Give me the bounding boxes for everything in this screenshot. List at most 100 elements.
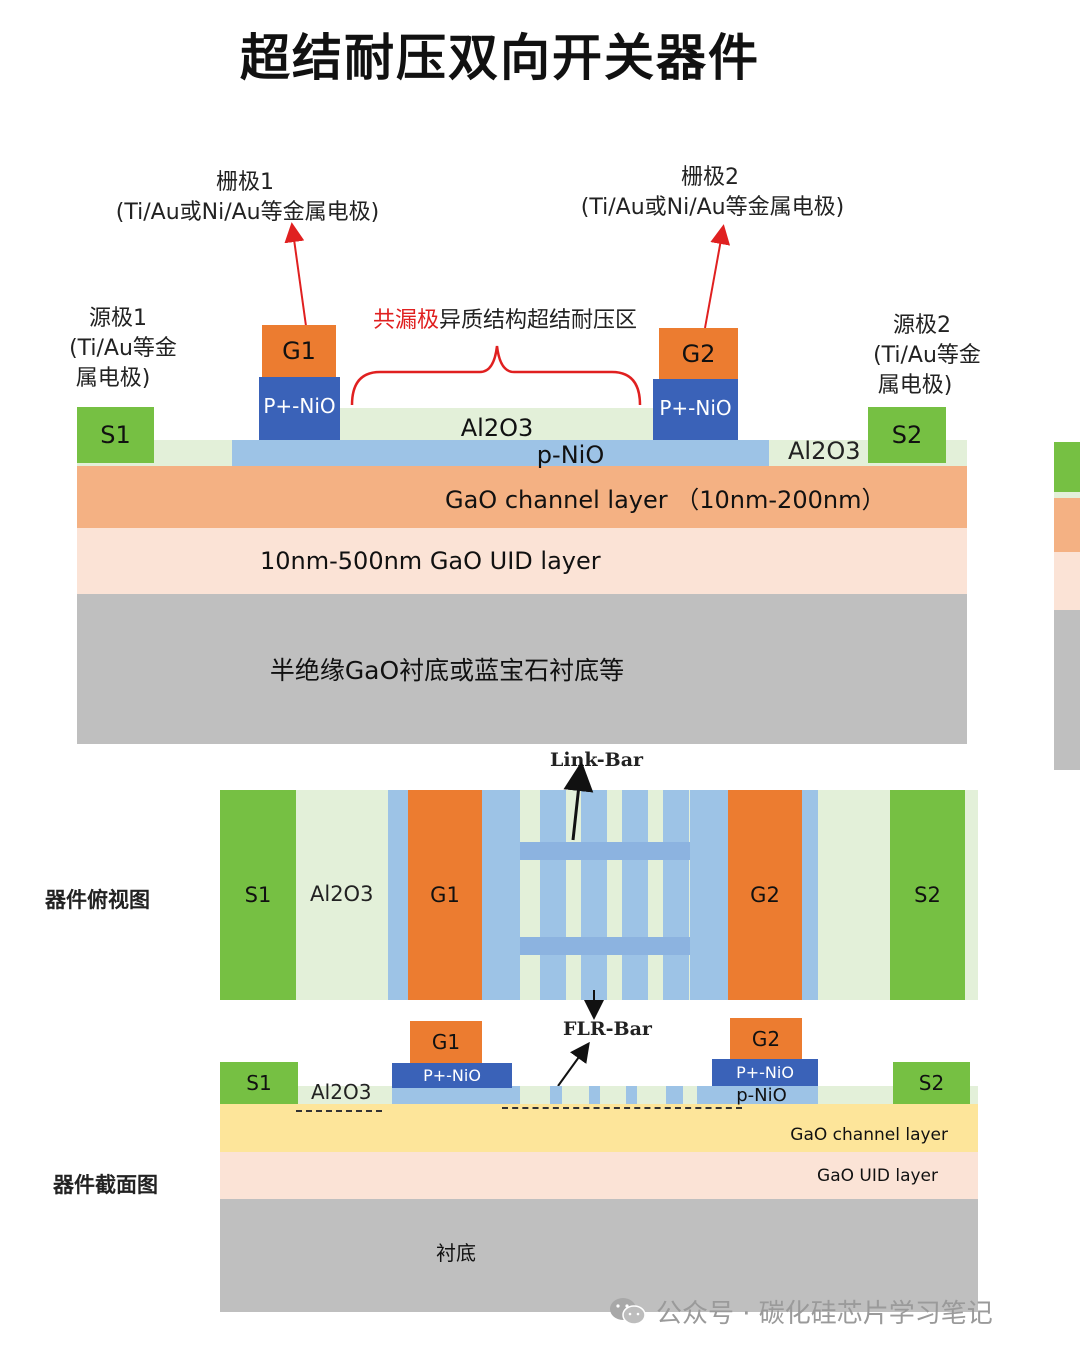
cs2-uid-text: GaO UID layer [817,1165,938,1186]
watermark-text: 公众号 · 碳化硅芯片学习笔记 [656,1299,993,1329]
flr-bar-section-arrow [557,1041,590,1087]
top-view-diagram: S1 Al2O3 G1 G2 S2 [220,790,980,1000]
cs2-g2-text: G2 [751,1026,781,1051]
cs2-g1-text: G1 [431,1030,461,1054]
p-plus-nio-right-text: P+-NiO [659,395,732,420]
top-source1: S1 [220,790,296,1000]
cs2-p-nio-right: p-NiO [697,1084,818,1106]
gate1-arrow [284,222,307,327]
top-p-nio-left [388,790,408,1000]
cs2-p-nio-text: p-NiO [736,1084,787,1106]
link-bar-row [520,842,712,860]
cs2-flr-bar [589,1086,600,1104]
cs2-gate2: G2 [730,1018,802,1059]
top-p-nio-mid-right [690,790,728,1000]
annotation-arrows [284,222,731,406]
cs2-dashed-line-left [296,1110,382,1112]
gate2-material: (Ti/Au或Ni/Au等金属电极) [580,195,845,220]
source1-label: 源极1 [89,306,147,331]
p-plus-nio-left: P+-NiO [259,377,340,440]
cs2-source2: S2 [893,1062,970,1104]
top-gate1: G1 [408,790,482,1000]
gate1-material: (Ti/Au或Ni/Au等金属电极) [115,200,380,225]
cs2-s2-text: S2 [918,1071,945,1095]
p-plus-nio-right: P+-NiO [653,379,738,440]
uid-layer: 10nm-500nm GaO UID layer [77,528,967,594]
top-g2-text: G2 [750,883,780,907]
gate2-contact: G2 [659,328,738,379]
flr-bar [581,790,607,1000]
cs2-channel-text: GaO channel layer [790,1125,948,1145]
cs2-p-plus-nio-right-text: P+-NiO [736,1063,794,1082]
g1-text: G1 [282,337,316,365]
cs2-flr-bar [666,1086,683,1104]
cs2-substrate: 衬底 [220,1199,978,1312]
source2-material-line1: (Ti/Au等金 [873,343,981,368]
top-s1-text: S1 [244,883,272,907]
top-gate2: G2 [728,790,802,1000]
g2-text: G2 [681,339,716,368]
partial-diagram-edge [1054,430,1080,775]
wechat-icon [610,1297,646,1325]
watermark: 公众号 · 碳化硅芯片学习笔记 [608,1293,993,1330]
cs2-p-plus-nio-right: P+-NiO [712,1059,818,1086]
cs2-source1: S1 [220,1062,298,1104]
al2o3-right-text: Al2O3 [788,437,861,465]
top-s2-text: S2 [914,883,941,907]
gate2-arrow [704,224,731,329]
cs2-flr-bar [626,1086,637,1104]
link-bar-row [520,937,712,955]
cross-section-diagram: 栅极1 (Ti/Au或Ni/Au等金属电极) 栅极2 (Ti/Au或Ni/Au等… [69,165,981,744]
flr-bar-label: FLR-Bar [563,1018,652,1040]
substrate-layer: 半绝缘GaO衬底或蓝宝石衬底等 [77,594,967,744]
region-text: 异质结构超结耐压区 [439,308,638,333]
cs2-p-nio-left [392,1086,520,1104]
source1-material-line2: 属电极) [75,366,151,391]
p-nio-text: p-NiO [536,441,605,469]
page-title: 超结耐压双向开关器件 [240,28,760,87]
cs2-p-plus-nio-left-text: P+-NiO [423,1066,481,1085]
source1-material-line1: (Ti/Au等金 [69,336,177,361]
cs2-s1-text: S1 [246,1071,272,1095]
cs2-p-plus-nio-left: P+-NiO [392,1063,512,1088]
s1-text: S1 [100,421,131,449]
top-source2: S2 [890,790,965,1000]
flr-bar [540,790,566,1000]
superjunction-region-label: 共漏极异质结构超结耐压区 [355,306,655,336]
cs2-flr-bar [550,1086,562,1104]
source2-label: 源极2 [893,313,951,338]
substrate-text: 半绝缘GaO衬底或蓝宝石衬底等 [269,656,625,685]
gate1-contact: G1 [262,325,336,377]
flr-bar [622,790,648,1000]
top-p-nio-mid-left [482,790,520,1000]
flr-bar [663,790,689,1000]
region-brace [350,345,642,406]
top-al2o3-text: Al2O3 [310,882,374,906]
link-bar-arrow [563,761,594,841]
p-plus-nio-left-text: P+-NiO [263,393,336,418]
top-g1-text: G1 [430,883,460,907]
source2-contact: S2 [868,407,946,463]
cs2-substrate-text: 衬底 [436,1241,476,1265]
cs2-channel-layer: GaO channel layer [220,1104,978,1152]
common-drain-text: 共漏极 [372,308,439,333]
source1-contact: S1 [77,407,154,463]
cs2-gate1: G1 [410,1021,482,1063]
al2o3-center-block: Al2O3 [340,408,654,442]
uid-layer-text: 10nm-500nm GaO UID layer [260,547,601,575]
cs2-al2o3-text: Al2O3 [311,1080,372,1104]
channel-layer-text: GaO channel layer （10nm-200nm） [445,485,886,514]
top-view-arrows [557,761,604,1087]
source2-material-line2: 属电极) [877,373,953,398]
top-p-nio-right [802,790,818,1000]
top-view-label: 器件俯视图 [45,888,150,912]
s2-text: S2 [891,421,923,449]
cs2-uid-layer: GaO UID layer [220,1152,978,1199]
cross-section-label: 器件截面图 [53,1173,158,1197]
gate2-label: 栅极2 [681,165,739,190]
gate1-label: 栅极1 [216,170,274,195]
p-nio-layer: p-NiO [232,440,769,469]
channel-layer: GaO channel layer （10nm-200nm） [77,466,967,528]
cs2-dashed-line-center [502,1107,742,1109]
